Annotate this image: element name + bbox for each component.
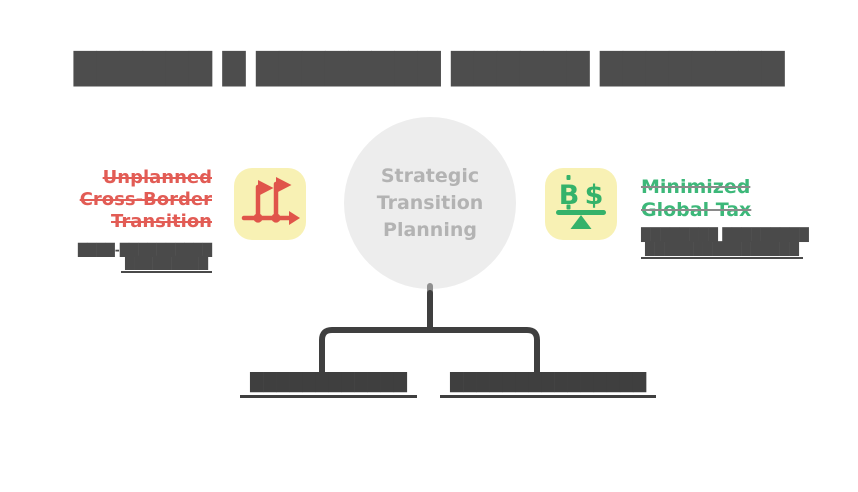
- left-branch-heading: Unplanned Cross-Border Transition: [79, 167, 212, 232]
- central-node-label: Strategic Transition Planning: [376, 164, 484, 241]
- dual-flags-timeline-icon: [234, 168, 306, 240]
- right-branch-note-redacted: ████████ █████████ ████████████████: [641, 228, 841, 259]
- bottom-right-label-redacted: ███████████████: [440, 373, 657, 398]
- dollar-symbol: $: [585, 180, 604, 211]
- diagram-title-redacted: ██████ █ ████████ ██████ ████████: [73, 52, 785, 87]
- left-branch-note-redacted: ████-██████████ █████████: [22, 244, 212, 273]
- currency-balance-icon: B $: [545, 168, 617, 240]
- left-branch-group: Unplanned Cross-Border Transition ████-█…: [22, 167, 212, 273]
- right-note-line-2: ████████████████: [641, 242, 841, 259]
- left-note-line-1: ████-██████████: [77, 243, 212, 257]
- bitcoin-symbol: B: [559, 180, 580, 211]
- bottom-left-label-redacted: ████████████: [240, 373, 417, 398]
- branch-connector-lines: [319, 283, 540, 375]
- right-branch-heading: Minimized Global Tax: [641, 176, 752, 221]
- milestone-flags-tile: [234, 168, 306, 240]
- right-note-line-1: ████████ █████████: [641, 227, 809, 242]
- central-node: Strategic Transition Planning: [344, 117, 516, 289]
- right-branch-group: Minimized Global Tax ████████ █████████ …: [641, 176, 841, 259]
- currency-balance-tile: B $: [545, 168, 617, 240]
- left-note-line-2: █████████: [22, 257, 212, 273]
